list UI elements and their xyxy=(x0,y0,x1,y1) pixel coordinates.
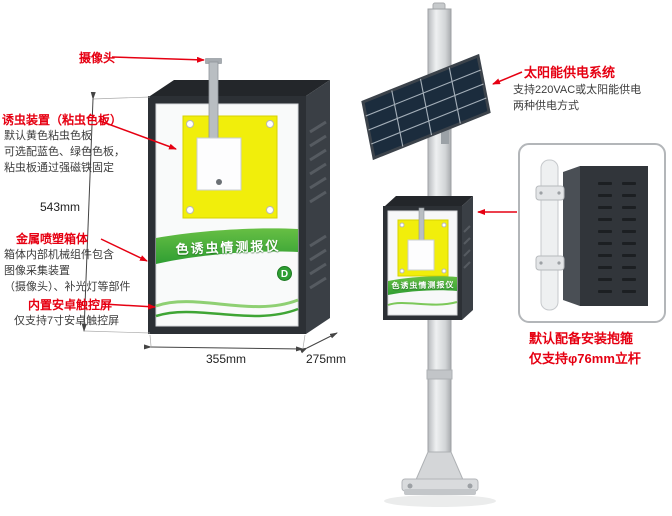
lure-desc-line: 可选配蓝色、绿色色板， xyxy=(4,146,125,158)
main-device-vents xyxy=(309,120,327,290)
board-screw xyxy=(399,268,405,274)
board-screw xyxy=(186,206,194,214)
metal-box-desc-line: （摄像头）、补光灯等部件 xyxy=(4,281,131,293)
small-green-wave xyxy=(387,301,458,306)
dim-depth-label: 275mm xyxy=(306,352,347,366)
leader-metal-box xyxy=(100,238,148,262)
board-screw xyxy=(266,206,274,214)
green-wave-1 xyxy=(155,298,299,309)
lure-desc: 默认黄色粘虫色板 可选配蓝色、绿色色板， 粘虫板通过强磁铁固定 xyxy=(4,128,125,176)
metal-box-title: 金属喷塑箱体 xyxy=(16,232,89,246)
green-wave-2 xyxy=(155,307,299,318)
leader-solar xyxy=(492,71,523,85)
clamp-label-line1: 默认配备安装抱箍 xyxy=(529,331,634,346)
small-device-vents xyxy=(463,225,471,269)
board-screw xyxy=(441,268,447,274)
main-device-side xyxy=(306,80,330,334)
ground-shadow xyxy=(384,495,496,507)
pole-mounted-device xyxy=(383,196,473,320)
base-bolt xyxy=(467,483,473,489)
main-device xyxy=(148,58,330,334)
screen-desc-line: 仅支持7寸安卓触控屏 xyxy=(14,315,120,327)
lure-title: 诱虫装置（粘虫色板） xyxy=(2,113,123,127)
metal-box-desc: 箱体内部机械组件包含 图像采集装置 （摄像头）、补光灯等部件 xyxy=(4,247,131,295)
solar-desc-line: 两种供电方式 xyxy=(513,100,579,112)
dimension-lines xyxy=(81,91,338,354)
camera-label: 摄像头 xyxy=(79,51,116,65)
leader-lines xyxy=(99,56,523,310)
camera-lens xyxy=(216,179,222,185)
screen-desc: 仅支持7寸安卓触控屏 xyxy=(14,313,119,329)
dim-width-line xyxy=(143,344,304,352)
solar-panel-assembly xyxy=(361,53,491,161)
board-screw xyxy=(266,120,274,128)
base-plate-edge xyxy=(404,489,476,495)
cabinet-back-face xyxy=(580,166,648,306)
dim-depth-line xyxy=(299,332,338,354)
clamp-pipe xyxy=(540,159,559,311)
pipe-clamp-band xyxy=(535,255,565,271)
leader-camera xyxy=(111,56,205,63)
small-device-side xyxy=(462,196,473,320)
board-screw xyxy=(186,120,194,128)
lure-desc-line: 粘虫板通过强磁铁固定 xyxy=(4,162,114,174)
metal-box-desc-line: 图像采集装置 xyxy=(4,265,70,277)
leader-lure xyxy=(99,120,177,150)
board-screw xyxy=(399,222,405,228)
leader-screen xyxy=(102,303,156,310)
dim-width-label: 355mm xyxy=(205,352,246,366)
green-ribbon xyxy=(156,228,298,264)
small-hanger-rod xyxy=(418,207,425,245)
cabinet-left-face xyxy=(563,166,580,306)
hanger-rod xyxy=(208,61,219,145)
clamp-bolt xyxy=(557,191,561,195)
small-device-name: 色诱虫情测报仪 xyxy=(391,280,455,291)
lure-desc-line: 默认黄色粘虫色板 xyxy=(4,130,92,142)
detail-inset xyxy=(518,143,666,323)
board-screw xyxy=(441,222,447,228)
base-bolt xyxy=(407,483,413,489)
screen-title: 内置安卓触控屏 xyxy=(28,298,113,312)
pole-base-flare xyxy=(414,451,465,483)
pipe-clamp-band xyxy=(535,185,565,201)
main-device-top xyxy=(150,80,330,96)
small-green-ribbon xyxy=(388,276,457,295)
solar-desc-line: 支持220VAC或太阳能供电 xyxy=(513,84,642,96)
solar-desc: 支持220VAC或太阳能供电 两种供电方式 xyxy=(513,82,641,114)
pole-coupler xyxy=(426,369,453,380)
small-camera-housing xyxy=(407,239,435,271)
clamp-bolt xyxy=(557,261,561,265)
clamp-label-line2: 仅支持φ76mm立杆 xyxy=(529,351,641,366)
solar-cell-grid xyxy=(365,67,487,147)
brand-logo-badge: D xyxy=(277,266,292,281)
clamp-bolt xyxy=(539,191,543,195)
dim-height-line xyxy=(81,91,96,332)
cabinet-vents xyxy=(598,182,636,293)
metal-box-desc-line: 箱体内部机械组件包含 xyxy=(4,249,114,261)
solar-title: 太阳能供电系统 xyxy=(524,65,616,80)
clamp-bolt xyxy=(539,261,543,265)
dim-height-label: 543mm xyxy=(40,200,81,214)
small-device-top xyxy=(385,196,473,206)
